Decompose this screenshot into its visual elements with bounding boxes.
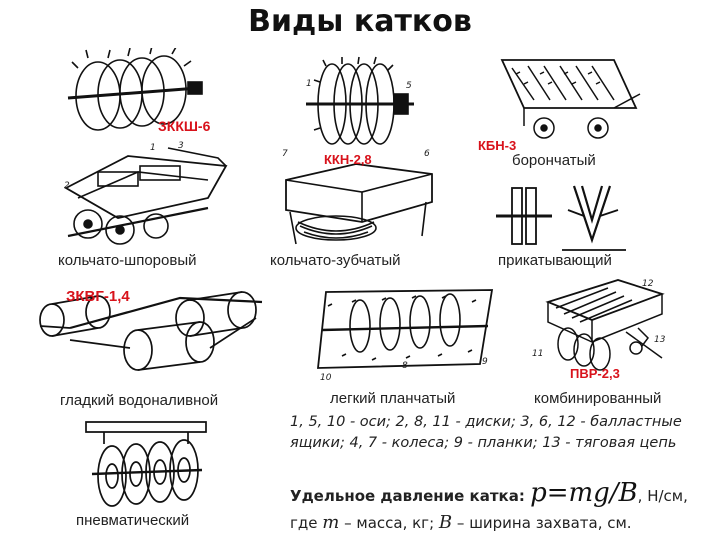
- pvr-model-label: ПВР-2,3: [570, 366, 620, 381]
- where-prefix: где: [290, 514, 318, 532]
- ring-spur-roller-drawing: 1 2 3: [64, 48, 228, 245]
- formula-label: Удельное давление катка:: [290, 487, 525, 505]
- harrow-roller-illustration: [494, 54, 644, 142]
- part-number-kkn-5: 5: [406, 81, 412, 91]
- part-number-kkn-6: 6: [424, 149, 430, 159]
- kkn-model-label: ККН-2,8: [324, 152, 372, 167]
- light-slat-roller-illustration: 8 9 10: [312, 286, 502, 382]
- where-b-text: – ширина захвата, см.: [456, 514, 632, 532]
- where-b-symbol: B: [438, 512, 453, 533]
- part-number-kkn-1: 1: [306, 79, 312, 89]
- part-number-8: 8: [402, 361, 408, 371]
- part-number-11: 11: [532, 349, 543, 359]
- light-caption: легкий планчатый: [330, 390, 456, 407]
- zkksh-caption: кольчато-шпоровый: [58, 252, 197, 269]
- pvr-caption: комбинированный: [534, 390, 662, 407]
- formula-line: Удельное давление катка: p=mg/B, Н/см,: [290, 478, 688, 508]
- part-number-10: 10: [320, 373, 332, 382]
- ring-spur-roller-illustration: 1 2 3: [58, 48, 236, 258]
- kbn-caption: борончатый: [512, 152, 596, 169]
- formula-unit: , Н/см,: [637, 487, 688, 505]
- zkksh-model-label: ЗККШ-6: [158, 118, 211, 134]
- zkvg-caption: гладкий водоналивной: [60, 392, 219, 409]
- where-m-text: – масса, кг;: [344, 514, 435, 532]
- ring-toothed-roller-illustration: 1 5 7 6: [276, 52, 438, 250]
- smooth-water-roller-drawing: [39, 291, 263, 371]
- ring-toothed-roller-drawing: 1 5 7 6: [282, 56, 433, 245]
- part-number-13: 13: [654, 335, 666, 345]
- legend-line-1: 1, 5, 10 - оси; 2, 8, 11 - диски; 3, 6, …: [290, 414, 682, 430]
- prik-caption: прикатывающий: [498, 252, 612, 269]
- part-number-2: 2: [64, 181, 70, 191]
- press-roller-drawing: [496, 185, 626, 251]
- zkvg-model-label: ЗКВГ-1,4: [66, 288, 130, 305]
- combined-roller-illustration: 12 13 11: [528, 272, 668, 376]
- kbn-model-label: КБН-3: [478, 138, 517, 153]
- pneumatic-roller-illustration: [78, 414, 214, 514]
- formula-expression: p=mg/B: [530, 478, 638, 508]
- kkn-caption: кольчато-зубчатый: [270, 252, 401, 269]
- formula-where-line: где m – масса, кг; B – ширина захвата, с…: [290, 512, 632, 533]
- light-slat-roller-drawing: 8 9 10: [316, 289, 494, 382]
- page-title: Виды катков: [248, 4, 472, 39]
- part-number-1: 1: [150, 143, 156, 153]
- harrow-roller-drawing: [500, 59, 641, 139]
- smooth-water-roller-illustration: [30, 278, 266, 380]
- press-roller-illustration: [486, 180, 636, 254]
- pneumatic-roller-drawing: [85, 421, 207, 507]
- legend-line-2: ящики; 4, 7 - колеса; 9 - планки; 13 - т…: [290, 435, 677, 451]
- part-number-12: 12: [642, 279, 654, 289]
- parts-legend: 1, 5, 10 - оси; 2, 8, 11 - диски; 3, 6, …: [290, 412, 682, 454]
- part-number-kkn-7: 7: [282, 149, 288, 159]
- part-number-3: 3: [178, 141, 184, 151]
- combined-roller-drawing: 12 13 11: [532, 279, 666, 371]
- pneum-caption: пневматический: [76, 512, 190, 529]
- where-m-symbol: m: [322, 512, 340, 533]
- part-number-9: 9: [482, 357, 488, 367]
